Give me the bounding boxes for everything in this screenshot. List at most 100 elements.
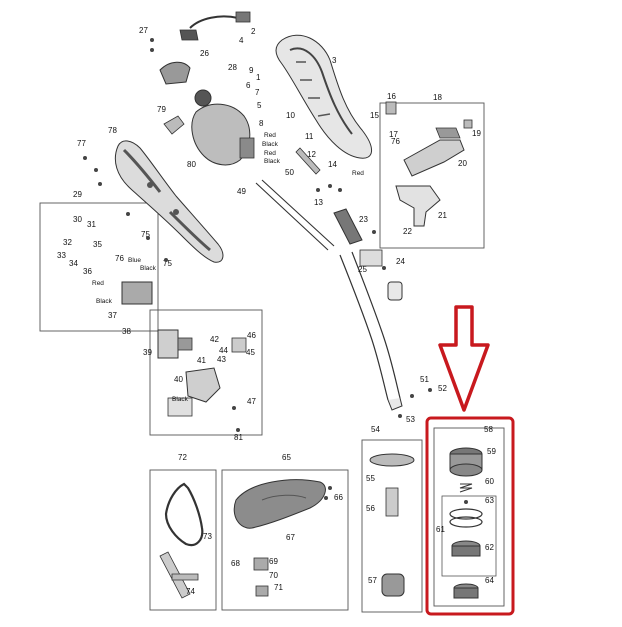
guard-screws-part (253, 557, 269, 597)
spacer-disc-part (369, 453, 415, 467)
wire-label-red: Red (264, 132, 276, 139)
callout-labels: 1 2 3 4 5 6 7 8 9 10 11 12 13 14 15 16 1… (57, 26, 496, 596)
callout-69: 69 (269, 557, 278, 566)
switch-block-part (121, 281, 153, 305)
highlight-frame (425, 416, 515, 616)
callout-31: 31 (87, 220, 96, 229)
cable-tube-part (255, 179, 335, 251)
wire-label-red: Red (92, 280, 104, 287)
handle-bolt-part (385, 101, 473, 129)
callout-32: 32 (63, 238, 72, 247)
callout-8: 8 (259, 119, 264, 128)
housing-base-part (453, 583, 479, 599)
main-housing-part (275, 34, 372, 159)
callout-61: 61 (436, 525, 445, 534)
wire-label-black: Black (140, 265, 157, 272)
nylon-line-spool-part (449, 508, 483, 528)
callout-49: 49 (237, 187, 246, 196)
protector-guard-part (233, 479, 326, 529)
callout-63: 63 (485, 496, 494, 505)
callout-29: 29 (73, 190, 82, 199)
group-box-spool-kit (361, 439, 423, 613)
callout-59: 59 (487, 447, 496, 456)
callout-22: 22 (403, 227, 412, 236)
ferrule-part (387, 281, 403, 301)
fastener-marks (83, 38, 468, 504)
callout-33: 33 (57, 251, 66, 260)
callout-37: 37 (108, 311, 117, 320)
callout-21: 21 (438, 211, 447, 220)
callout-62: 62 (485, 543, 494, 552)
callout-23: 23 (359, 215, 368, 224)
callout-39: 39 (143, 348, 152, 357)
callout-26: 26 (200, 49, 209, 58)
callout-67: 67 (286, 533, 295, 542)
highlight-arrow (438, 305, 490, 412)
callout-20: 20 (458, 159, 467, 168)
spindle-part (385, 487, 399, 517)
switch-lever-part (295, 147, 321, 175)
callout-50: 50 (285, 168, 294, 177)
callout-53: 53 (406, 415, 415, 424)
callout-24: 24 (396, 257, 405, 266)
wire-label-black: Black (264, 158, 281, 165)
motor-unit-part (191, 89, 255, 166)
shaft-tube-part (339, 251, 403, 411)
callout-55: 55 (366, 474, 375, 483)
callout-43: 43 (217, 355, 226, 364)
callout-47: 47 (247, 397, 256, 406)
callout-65: 65 (282, 453, 291, 462)
callout-57: 57 (368, 576, 377, 585)
callout-1: 1 (256, 73, 261, 82)
group-box-handle-assembly (379, 102, 485, 249)
callout-46: 46 (247, 331, 256, 340)
callout-81: 81 (234, 433, 243, 442)
armature-part (157, 329, 193, 359)
group-box-strap (149, 469, 217, 611)
callout-14: 14 (328, 160, 337, 169)
callout-15: 15 (370, 111, 379, 120)
callout-17: 17 (389, 130, 398, 139)
wire-label-black: Black (172, 396, 189, 403)
callout-74: 74 (186, 587, 195, 596)
callout-64: 64 (485, 576, 494, 585)
trigger-part (163, 115, 185, 135)
group-box-motor-assembly (149, 309, 263, 436)
callout-5: 5 (257, 101, 262, 110)
spring-part (459, 483, 473, 493)
callout-75: 75 (141, 230, 150, 239)
group-box-switch-assembly (39, 202, 159, 332)
callout-80: 80 (187, 160, 196, 169)
callout-25: 25 (358, 265, 367, 274)
callout-76: 76 (115, 254, 124, 263)
wire-label-red: Red (352, 170, 364, 177)
group-box-guard (221, 469, 349, 611)
wrench-tool-part (159, 551, 199, 599)
callout-12: 12 (307, 150, 316, 159)
callout-70: 70 (269, 571, 278, 580)
callout-36: 36 (83, 267, 92, 276)
callout-76: 76 (391, 137, 400, 146)
callout-52: 52 (438, 384, 447, 393)
callout-78: 78 (108, 126, 117, 135)
callout-18: 18 (433, 93, 442, 102)
callout-66: 66 (334, 493, 343, 502)
power-cord-part (179, 11, 251, 41)
cover-cap-part (449, 447, 483, 477)
callout-16: 16 (387, 92, 396, 101)
callout-3: 3 (332, 56, 337, 65)
callout-75: 75 (163, 259, 172, 268)
callout-58: 58 (484, 425, 493, 434)
callout-51: 51 (420, 375, 429, 384)
callout-45: 45 (246, 348, 255, 357)
callout-28: 28 (228, 63, 237, 72)
callout-56: 56 (366, 504, 375, 513)
tube-sleeve-part (333, 208, 363, 245)
callout-54: 54 (371, 425, 380, 434)
callout-71: 71 (274, 583, 283, 592)
group-box-trimmer-head (433, 427, 505, 607)
spool-part (451, 540, 481, 557)
callout-40: 40 (174, 375, 183, 384)
